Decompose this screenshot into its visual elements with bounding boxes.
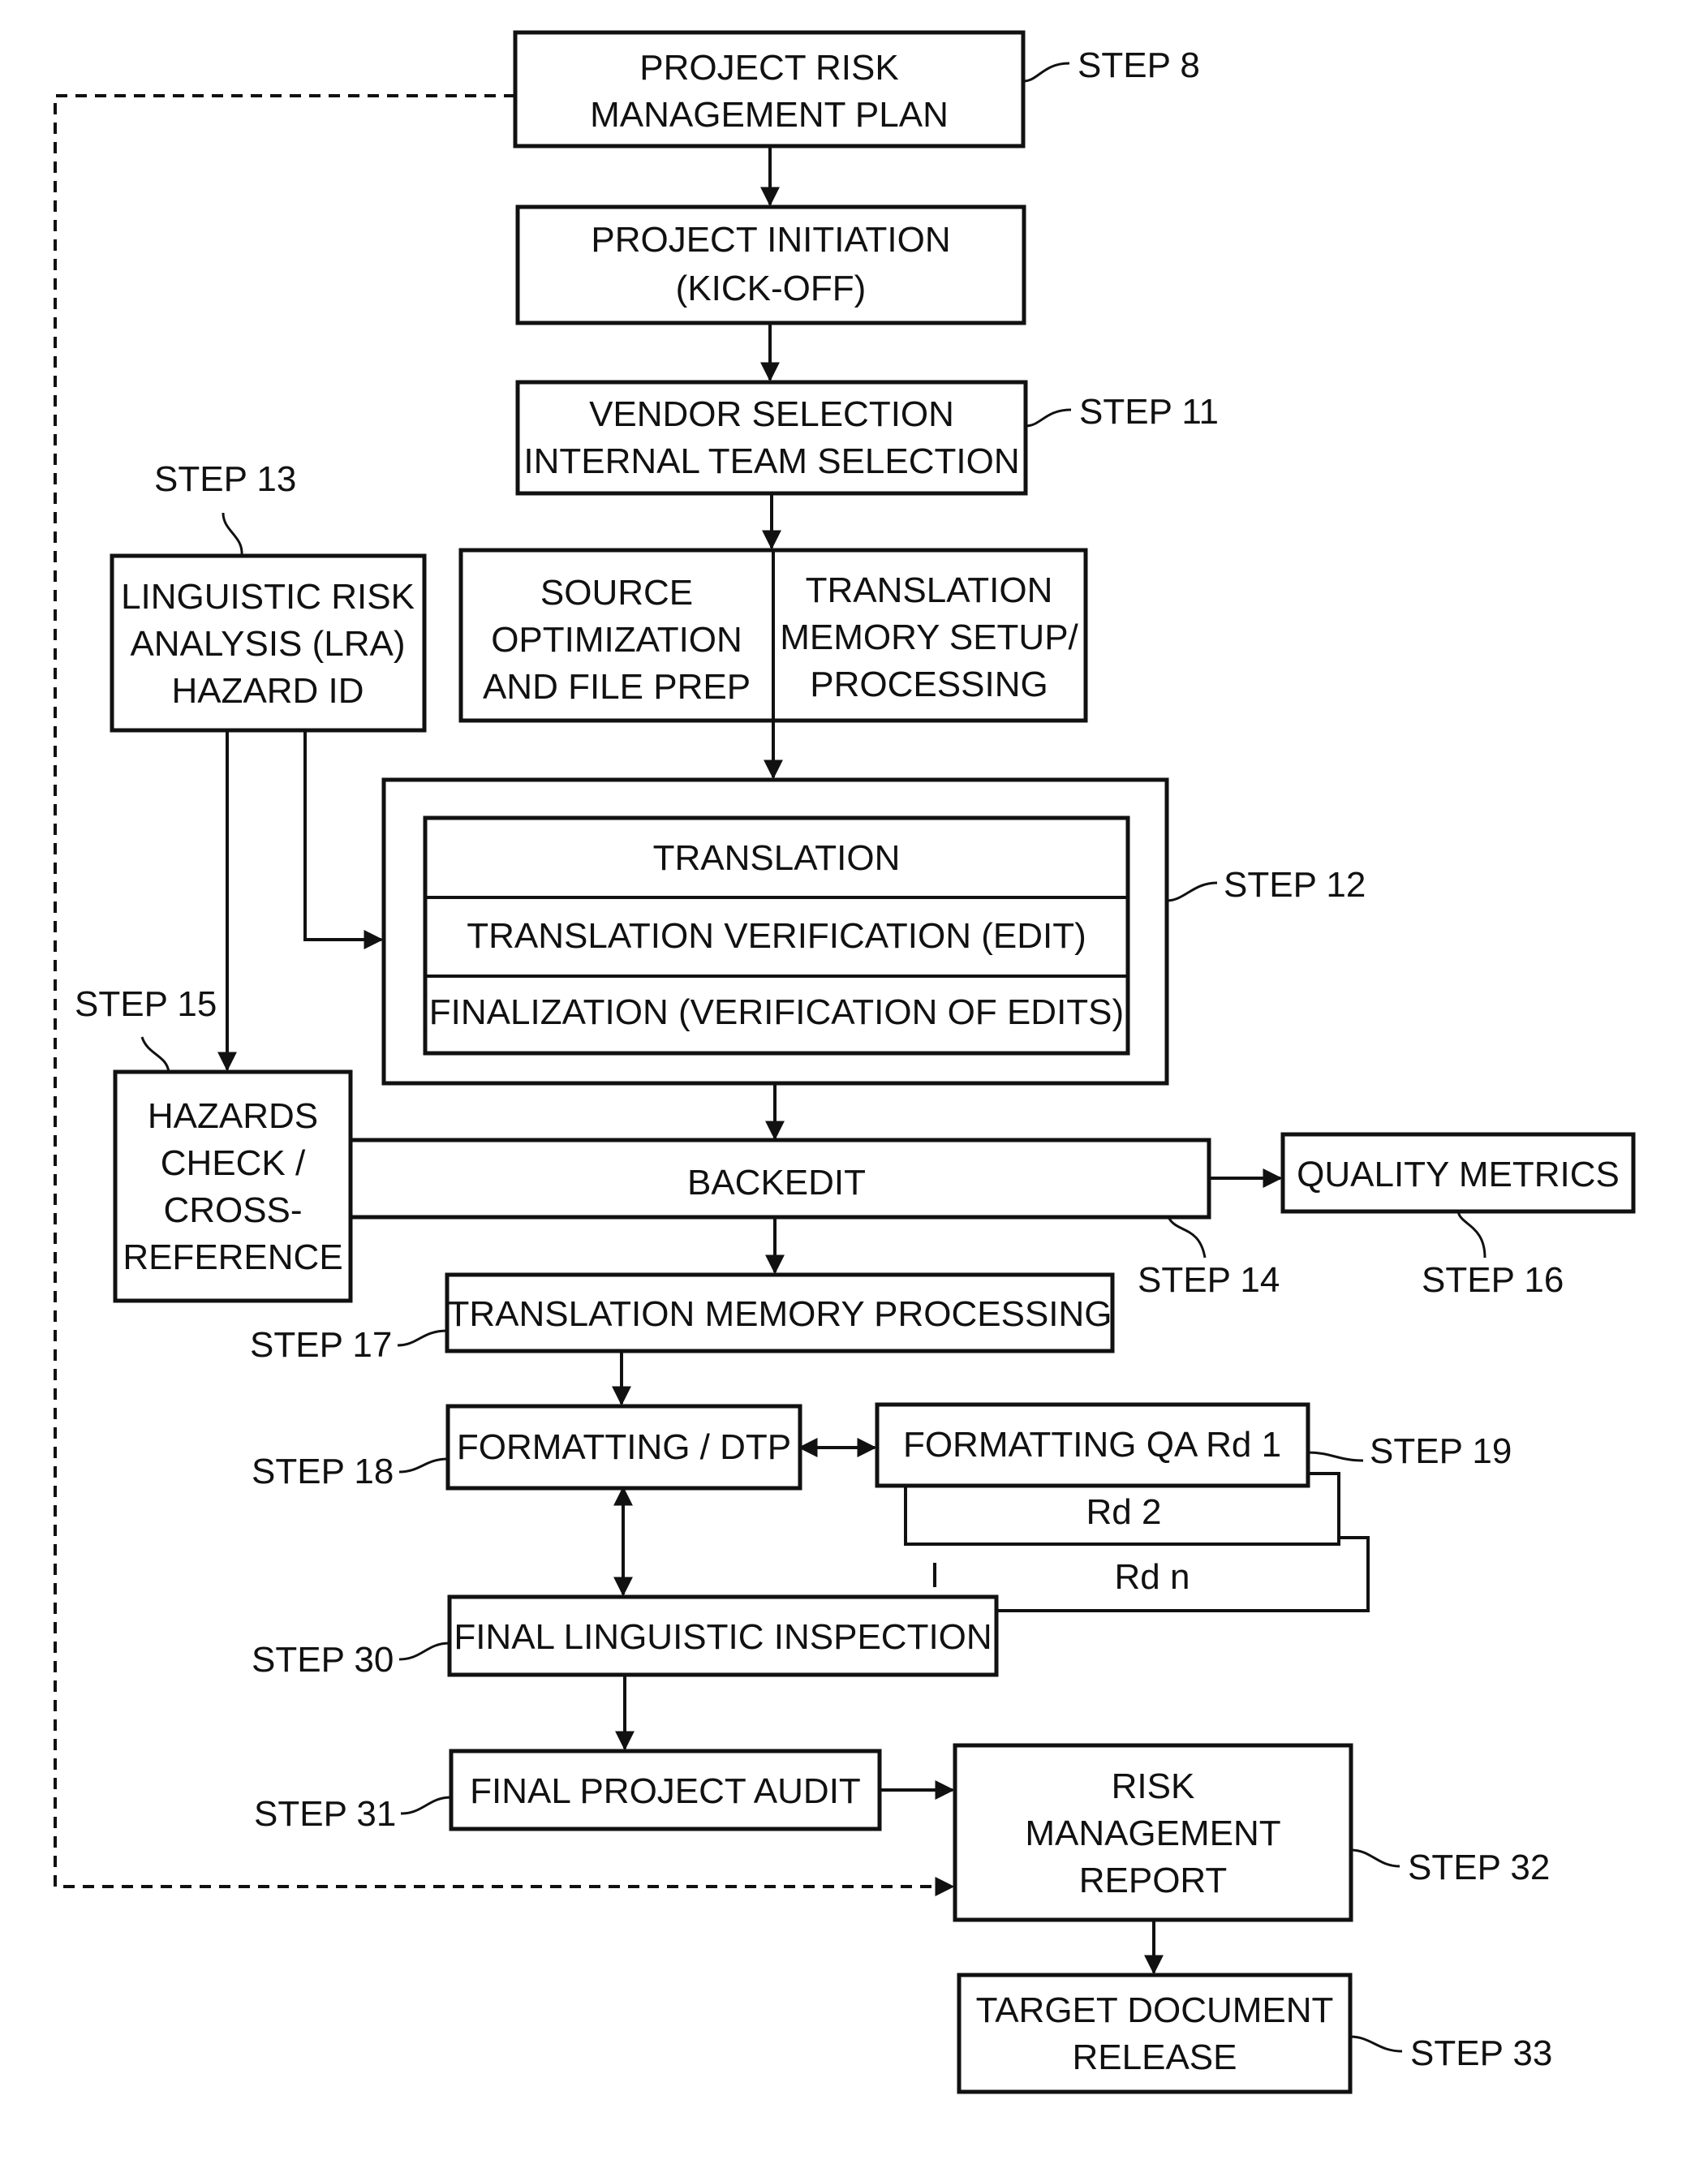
project-initiation-box: PROJECT INITIATION (KICK-OFF) bbox=[518, 207, 1024, 323]
initiation-line-1: PROJECT INITIATION bbox=[591, 220, 950, 260]
backedit-label: BACKEDIT bbox=[687, 1163, 866, 1203]
formatting-dtp-box: FORMATTING / DTP bbox=[448, 1406, 800, 1488]
step-13-label: STEP 13 bbox=[154, 459, 296, 499]
step-8-label: STEP 8 bbox=[1078, 45, 1200, 85]
report-line-1: RISK bbox=[1112, 1766, 1195, 1806]
step-12-label: STEP 12 bbox=[1224, 865, 1366, 905]
tm-setup-line-2: MEMORY SETUP/ bbox=[780, 617, 1078, 657]
audit-label: FINAL PROJECT AUDIT bbox=[470, 1771, 861, 1811]
step-17-label: STEP 17 bbox=[250, 1325, 392, 1365]
lra-line-2: ANALYSIS (LRA) bbox=[130, 624, 405, 664]
source-line-1: SOURCE bbox=[540, 573, 693, 613]
hazards-line-4: REFERENCE bbox=[123, 1237, 342, 1277]
formatting-qa-rounds: I Rd 2 Rd n FORMATTING QA Rd 1 bbox=[877, 1405, 1368, 1611]
release-line-1: TARGET DOCUMENT bbox=[976, 1990, 1334, 2030]
rd2-label: Rd 2 bbox=[1086, 1492, 1162, 1532]
report-line-3: REPORT bbox=[1079, 1861, 1228, 1900]
step-19-label: STEP 19 bbox=[1370, 1431, 1512, 1471]
step-30-label: STEP 30 bbox=[252, 1640, 394, 1680]
step-16-label: STEP 16 bbox=[1422, 1260, 1564, 1300]
translation-label: TRANSLATION bbox=[653, 838, 901, 878]
fli-label: FINAL LINGUISTIC INSPECTION bbox=[454, 1617, 992, 1657]
step-32-label: STEP 32 bbox=[1408, 1848, 1550, 1887]
hazards-line-1: HAZARDS bbox=[148, 1096, 318, 1136]
hazards-line-2: CHECK / bbox=[161, 1143, 306, 1183]
final-linguistic-inspection-box: FINAL LINGUISTIC INSPECTION bbox=[450, 1597, 996, 1675]
hazards-line-3: CROSS- bbox=[163, 1190, 302, 1230]
plan-line-2: MANAGEMENT PLAN bbox=[590, 95, 949, 135]
rdn-label: Rd n bbox=[1115, 1557, 1190, 1597]
vendor-line-1: VENDOR SELECTION bbox=[589, 394, 954, 434]
lra-box: LINGUISTIC RISK ANALYSIS (LRA) HAZARD ID bbox=[112, 556, 424, 730]
backedit-box: BACKEDIT bbox=[349, 1140, 1209, 1217]
release-line-2: RELEASE bbox=[1073, 2037, 1237, 2077]
source-line-3: AND FILE PREP bbox=[483, 667, 751, 707]
formatting-qa-rd1-label: FORMATTING QA Rd 1 bbox=[903, 1425, 1281, 1465]
quality-metrics-label: QUALITY METRICS bbox=[1297, 1155, 1620, 1194]
initiation-line-2: (KICK-OFF) bbox=[676, 269, 867, 308]
prep-box: SOURCE OPTIMIZATION AND FILE PREP TRANSL… bbox=[461, 550, 1086, 721]
translation-group-box: TRANSLATION TRANSLATION VERIFICATION (ED… bbox=[384, 780, 1167, 1083]
source-line-2: OPTIMIZATION bbox=[491, 620, 742, 660]
step-31-label: STEP 31 bbox=[254, 1794, 396, 1834]
step-11-label: STEP 11 bbox=[1079, 392, 1219, 432]
tm-processing-label: TRANSLATION MEMORY PROCESSING bbox=[447, 1294, 1112, 1334]
quality-metrics-box: QUALITY METRICS bbox=[1283, 1134, 1633, 1211]
target-document-release-box: TARGET DOCUMENT RELEASE bbox=[959, 1975, 1350, 2092]
step-14-label: STEP 14 bbox=[1138, 1260, 1280, 1300]
project-risk-plan-box: PROJECT RISK MANAGEMENT PLAN bbox=[515, 32, 1023, 146]
hazards-check-box: HAZARDS CHECK / CROSS- REFERENCE bbox=[115, 1072, 351, 1301]
step-15-label: STEP 15 bbox=[75, 984, 217, 1024]
tm-setup-line-1: TRANSLATION bbox=[806, 570, 1053, 610]
finalization-label: FINALIZATION (VERIFICATION OF EDITS) bbox=[429, 992, 1124, 1032]
tm-setup-line-3: PROCESSING bbox=[810, 665, 1048, 704]
tm-processing-box: TRANSLATION MEMORY PROCESSING bbox=[447, 1275, 1112, 1351]
risk-management-report-box: RISK MANAGEMENT REPORT bbox=[955, 1745, 1351, 1920]
plan-line-1: PROJECT RISK bbox=[639, 48, 898, 88]
formatting-dtp-label: FORMATTING / DTP bbox=[457, 1427, 791, 1467]
vendor-line-2: INTERNAL TEAM SELECTION bbox=[523, 441, 1019, 481]
final-project-audit-box: FINAL PROJECT AUDIT bbox=[451, 1751, 880, 1829]
lra-line-1: LINGUISTIC RISK bbox=[121, 577, 415, 617]
rd-separator: I bbox=[930, 1555, 940, 1595]
arrow-lra-to-translation bbox=[305, 730, 381, 940]
report-line-2: MANAGEMENT bbox=[1025, 1814, 1280, 1853]
step-33-label: STEP 33 bbox=[1410, 2033, 1552, 2073]
step-18-label: STEP 18 bbox=[252, 1452, 394, 1491]
translation-verification-label: TRANSLATION VERIFICATION (EDIT) bbox=[467, 916, 1086, 956]
lra-line-3: HAZARD ID bbox=[171, 671, 364, 711]
vendor-selection-box: VENDOR SELECTION INTERNAL TEAM SELECTION bbox=[518, 382, 1026, 493]
